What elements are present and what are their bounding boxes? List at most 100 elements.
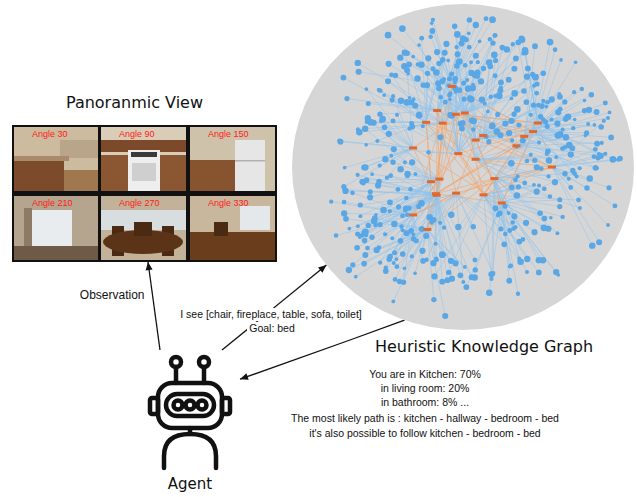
hub-link — [437, 111, 483, 136]
leaf-dot — [603, 101, 608, 106]
leaf-dot — [473, 53, 479, 59]
leaf-dot — [448, 97, 452, 101]
leaf-dot — [519, 37, 525, 43]
leaf-dot — [552, 179, 558, 185]
leaf-link — [409, 129, 458, 154]
leaf-dot — [405, 173, 410, 178]
leaf-dots — [329, 16, 623, 319]
leaf-link — [436, 194, 472, 277]
leaf-dot — [606, 185, 611, 190]
panorama-photos-part — [14, 196, 98, 260]
panorama-photos — [12, 125, 277, 262]
leaf-link — [516, 117, 568, 146]
leaf-dot — [569, 145, 575, 151]
leaf-dot — [465, 85, 472, 92]
leaf-dot — [531, 229, 537, 235]
leaf-dot — [448, 91, 452, 95]
leaf-links — [331, 19, 620, 316]
leaf-link — [402, 29, 452, 87]
leaf-link — [476, 159, 550, 196]
leaf-dot — [578, 206, 582, 210]
leaf-dot — [489, 16, 496, 23]
leaf-dot — [467, 31, 471, 35]
leaf-link — [524, 77, 535, 137]
leaf-dot — [431, 273, 437, 279]
leaf-dot — [416, 112, 423, 119]
leaf-link — [494, 179, 524, 184]
leaf-link — [412, 123, 459, 153]
leaf-dot — [390, 98, 395, 103]
leaf-dot — [395, 113, 399, 117]
leaf-dot — [546, 157, 553, 164]
leaf-dot — [361, 261, 367, 267]
leaf-link — [552, 167, 592, 246]
leaf-dot — [532, 183, 536, 187]
leaf-link — [552, 167, 615, 206]
hub-mark — [454, 152, 462, 155]
leaf-dot — [392, 250, 397, 255]
leaf-dot — [385, 78, 391, 84]
leaf-dot — [362, 238, 368, 244]
leaf-link — [345, 190, 437, 196]
leaf-dot — [347, 227, 351, 231]
leaf-link — [464, 99, 475, 159]
leaf-dot — [510, 138, 514, 142]
leaf-dot — [549, 96, 555, 102]
leaf-dot — [484, 16, 489, 21]
leaf-dot — [423, 233, 429, 239]
leaf-dot — [417, 43, 421, 47]
hub-mark — [498, 201, 506, 204]
leaf-link — [345, 148, 413, 168]
leaf-dot — [346, 267, 352, 273]
leaf-link — [552, 167, 599, 242]
leaf-link — [391, 75, 426, 123]
leaf-dot — [457, 272, 463, 278]
leaf-link — [516, 143, 601, 146]
leaf-dot — [391, 118, 396, 123]
leaf-dot — [565, 113, 572, 120]
hub-mark — [512, 144, 520, 147]
leaf-dot — [425, 71, 430, 76]
leaf-dot — [525, 159, 529, 163]
leaf-dot — [542, 186, 547, 191]
leaf-dot — [408, 187, 412, 191]
leaf-dot — [537, 140, 541, 144]
leaf-dot — [486, 139, 491, 144]
leaf-dot — [568, 185, 573, 190]
leaf-dot — [495, 112, 500, 117]
leaf-dot — [517, 258, 524, 265]
leaf-dot — [419, 36, 424, 41]
leaf-link — [522, 40, 538, 123]
leaf-dot — [397, 166, 404, 173]
leaf-dot — [350, 191, 355, 196]
leaf-dot — [387, 199, 393, 205]
leaf-dot — [362, 252, 368, 258]
robot-icon-part — [174, 367, 179, 383]
leaf-dot — [535, 81, 540, 86]
leaf-link — [443, 81, 481, 123]
note-text: The most likely path is : kitchen - hall… — [289, 412, 561, 425]
leaf-link — [452, 41, 480, 86]
leaf-dot — [557, 92, 561, 96]
leaf-link — [516, 146, 605, 154]
leaf-dot — [358, 202, 363, 207]
leaf-dot — [342, 200, 347, 205]
leaf-dot — [411, 55, 415, 59]
leaf-dot — [463, 265, 467, 269]
leaf-dot — [378, 261, 382, 265]
leaf-dot — [478, 78, 484, 84]
leaf-dot — [525, 270, 529, 274]
leaf-dot — [401, 280, 406, 285]
hub-mark — [422, 121, 430, 124]
leaf-dot — [421, 83, 426, 88]
leaf-link — [484, 195, 527, 272]
leaf-dot — [593, 123, 597, 127]
leaf-dot — [496, 92, 503, 99]
leaf-dot — [382, 125, 388, 131]
leaf-dot — [391, 94, 395, 98]
leaf-dot — [554, 121, 560, 127]
leaf-link — [358, 182, 431, 234]
leaf-dot — [341, 75, 347, 81]
leaf-dot — [452, 23, 457, 28]
leaf-link — [483, 93, 515, 135]
